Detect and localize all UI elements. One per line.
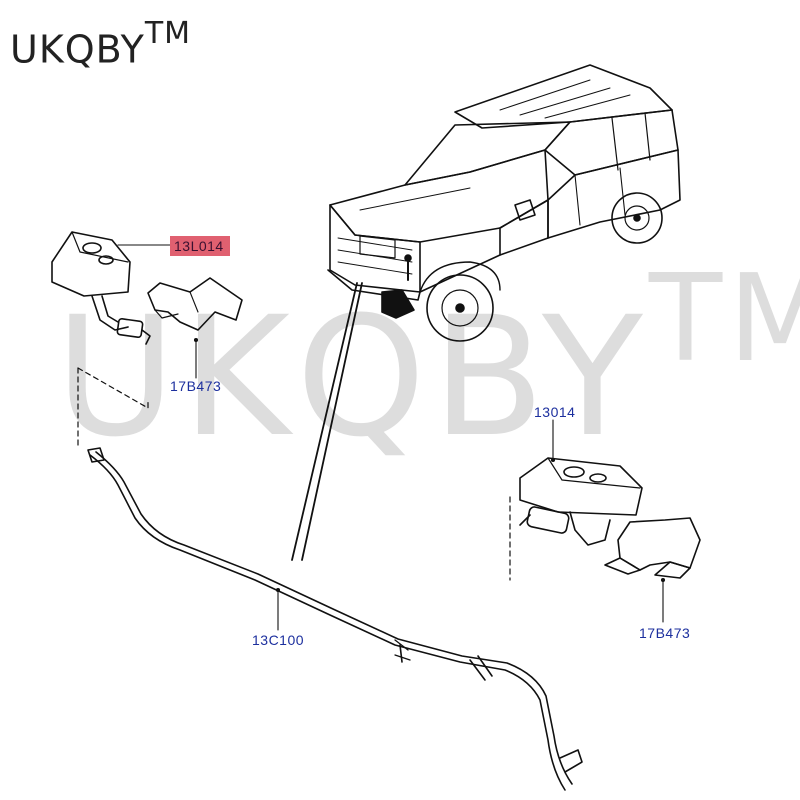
brand-logo: UKQBYTM [10,16,191,72]
cover-bracket-left [147,277,243,331]
callout-13c100: 13C100 [252,632,305,648]
washer-jet-left [51,231,151,345]
vehicle-illustration [327,64,681,342]
washer-jet-right [519,457,643,546]
vehicle-leader-lines [291,282,363,561]
callout-leaders [117,244,666,631]
brand-name: UKQBY [10,27,145,72]
brand-tm: TM [144,16,192,51]
cover-bracket-right [604,517,701,579]
callout-13014: 13014 [534,404,576,420]
callout-13l014: 13L014 [170,236,230,256]
watermark: UKQBYTM [55,250,800,473]
watermark-tm: TM [648,250,800,389]
washer-hose [87,447,583,791]
callout-17b473-right: 17B473 [639,625,691,641]
watermark-text: UKQBY [55,281,649,473]
callout-17b473-left: 17B473 [170,378,222,394]
